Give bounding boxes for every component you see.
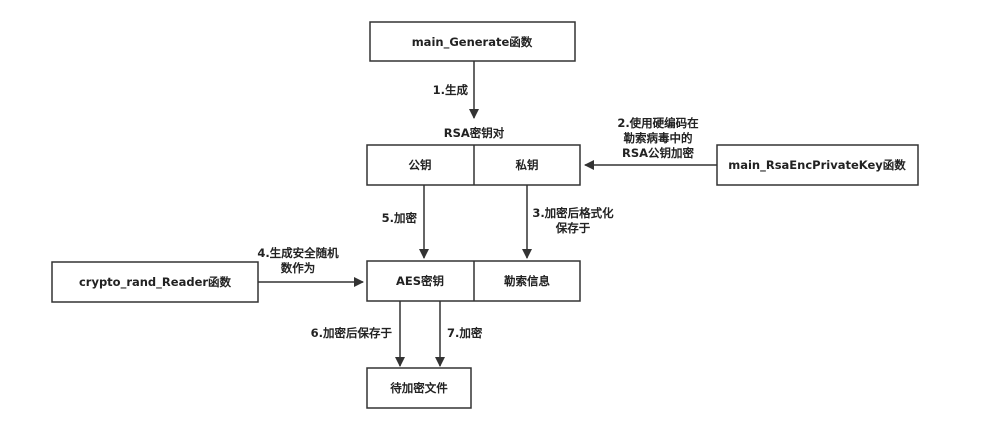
target-file-node: 待加密文件 (366, 367, 472, 409)
private-key-label: 私钥 (516, 158, 539, 172)
edge-4-label-line1: 4.生成安全随机 (257, 246, 339, 260)
rsa-pair-title: RSA密钥对 (444, 126, 505, 140)
edge-7-label: 7.加密 (447, 326, 483, 340)
crypto-rand-node: crypto_rand_Reader函数 (51, 261, 259, 303)
ransom-info-label: 勒索信息 (504, 274, 550, 288)
main-rsa-enc-label: main_RsaEncPrivateKey函数 (728, 158, 906, 173)
main-rsa-enc-node: main_RsaEncPrivateKey函数 (716, 144, 919, 186)
edge-2-label-line3: RSA公钥加密 (622, 146, 695, 160)
aes-ransom-node: AES密钥 勒索信息 (366, 260, 581, 302)
edge-2-label-line1: 2.使用硬编码在 (617, 116, 699, 130)
edge-3-label-line2: 保存于 (555, 221, 591, 235)
main-generate-node: main_Generate函数 (369, 21, 576, 62)
edge-3-label-line1: 3.加密后格式化 (532, 206, 614, 220)
edge-2-label-line2: 勒索病毒中的 (624, 131, 693, 145)
rsa-key-pair-node: 公钥 私钥 (366, 144, 581, 186)
public-key-label: 公钥 (409, 158, 432, 172)
crypto-rand-label: crypto_rand_Reader函数 (79, 275, 232, 290)
edge-5-label: 5.加密 (382, 211, 418, 225)
edge-4-label-line2: 数作为 (281, 261, 316, 275)
target-file-label: 待加密文件 (390, 381, 448, 395)
aes-key-label: AES密钥 (396, 274, 444, 288)
edge-6-label: 6.加密后保存于 (311, 326, 393, 340)
edge-1-label: 1.生成 (433, 83, 469, 97)
main-generate-label: main_Generate函数 (412, 35, 533, 50)
